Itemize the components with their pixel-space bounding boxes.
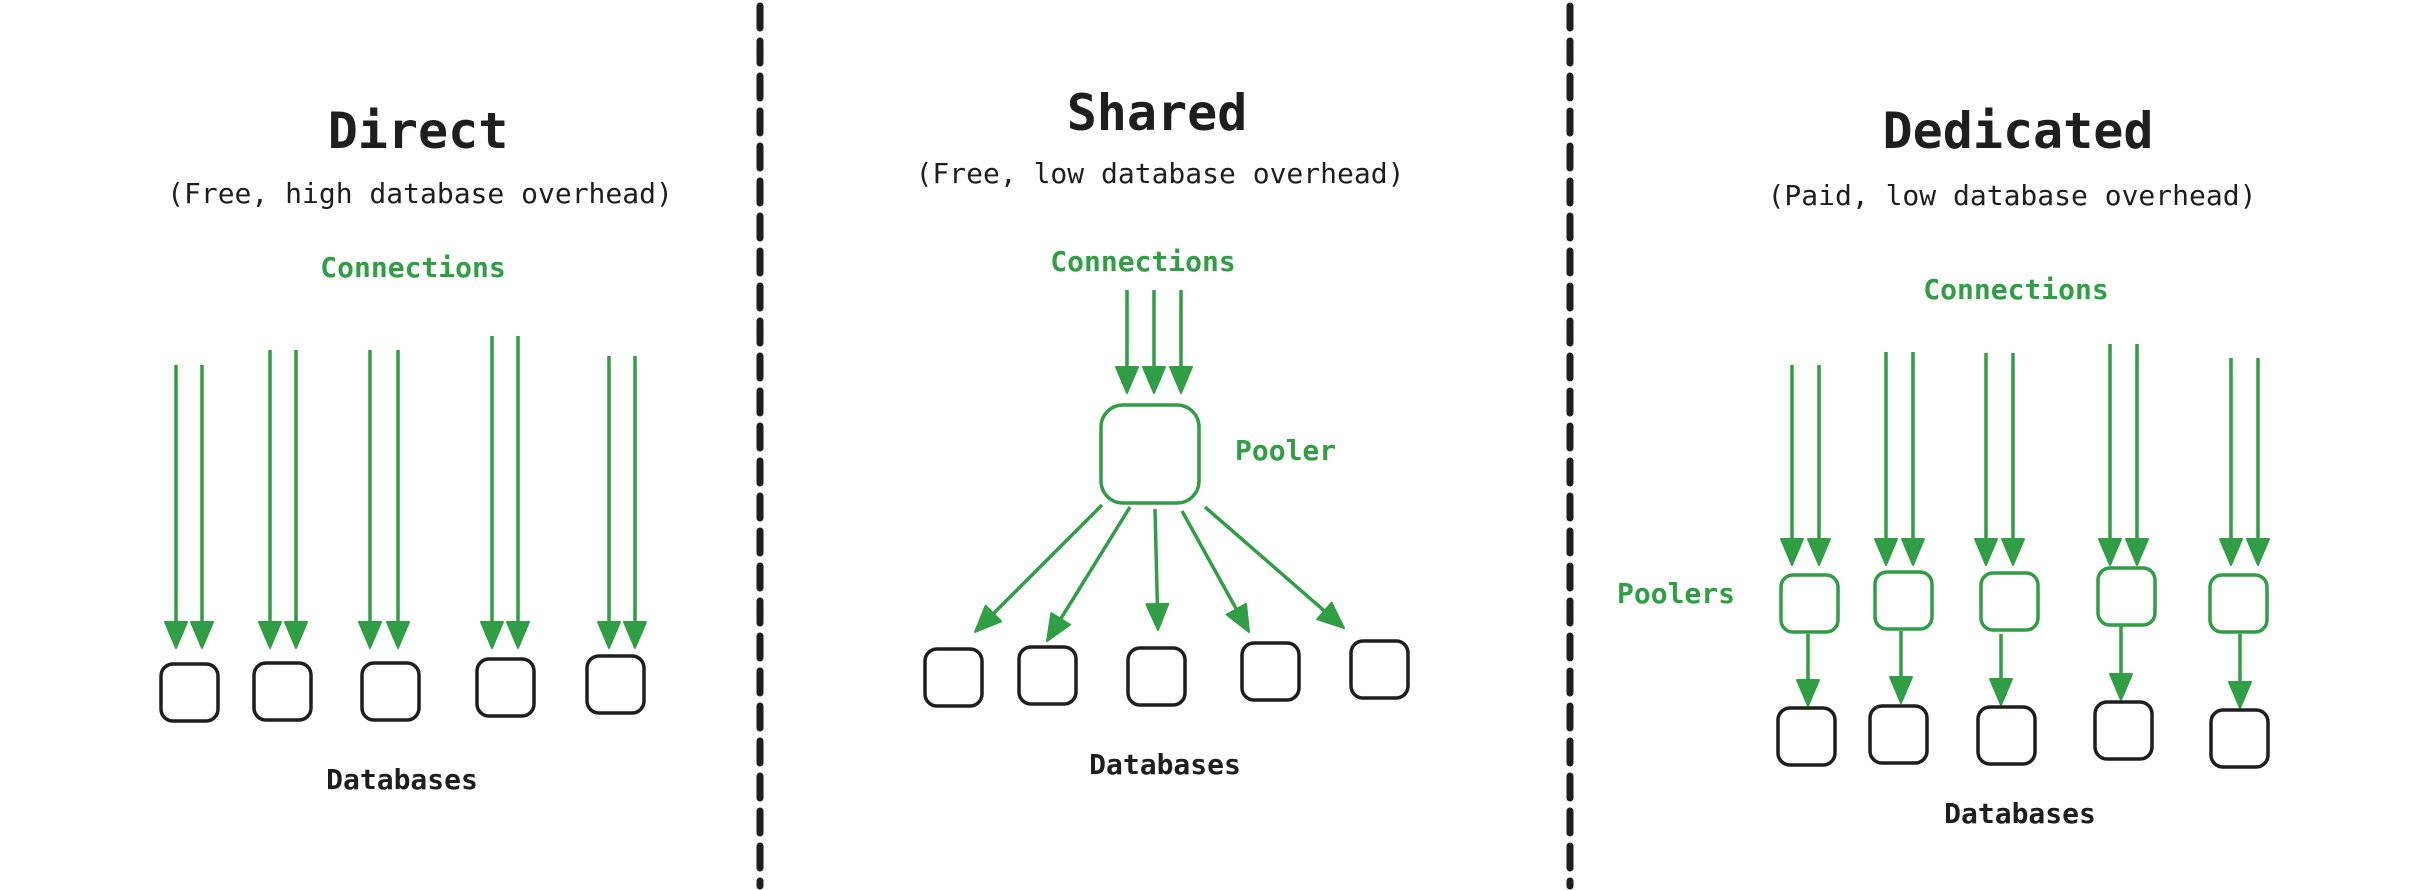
connection-arrow bbox=[1180, 510, 1250, 633]
database-box bbox=[1349, 639, 1410, 700]
databases-label: Databases bbox=[326, 763, 478, 796]
connection-arrow bbox=[1989, 634, 2013, 706]
database-box bbox=[2209, 708, 2270, 769]
connection-arrow bbox=[506, 336, 530, 649]
database-group bbox=[1776, 700, 2270, 769]
database-box bbox=[1976, 705, 2037, 766]
database-box bbox=[360, 661, 421, 722]
connection-arrow bbox=[1807, 365, 1831, 566]
connection-arrow bbox=[1145, 508, 1170, 631]
database-box bbox=[1017, 645, 1078, 706]
connection-arrows bbox=[974, 290, 1345, 642]
connection-arrow bbox=[974, 503, 1104, 633]
panel-dedicated: Dedicated (Paid, low database overhead) … bbox=[1617, 102, 2270, 830]
panel-subtitle: (Free, high database overhead) bbox=[167, 177, 673, 210]
connections-label: Connections bbox=[1923, 273, 2108, 306]
connection-arrow bbox=[386, 350, 410, 649]
connection-arrow bbox=[2219, 358, 2243, 566]
connection-arrow bbox=[2098, 344, 2122, 566]
connection-arrow bbox=[284, 350, 308, 649]
panel-shared: Shared (Free, low database overhead) Con… bbox=[916, 84, 1410, 781]
connection-arrows bbox=[1780, 344, 2270, 709]
connection-arrow bbox=[2246, 358, 2270, 566]
connection-arrow bbox=[1169, 290, 1193, 394]
databases-label: Databases bbox=[1089, 748, 1241, 781]
database-box bbox=[585, 654, 646, 715]
connection-arrow bbox=[480, 336, 504, 649]
database-box bbox=[1776, 706, 1837, 767]
connections-label: Connections bbox=[1050, 245, 1235, 278]
database-box bbox=[1126, 646, 1187, 707]
connection-arrow bbox=[2001, 353, 2025, 566]
pooler-box bbox=[1099, 403, 1201, 505]
database-box bbox=[252, 661, 313, 722]
panel-title: Dedicated bbox=[1883, 102, 2154, 160]
pooler-box bbox=[1873, 570, 1934, 631]
connections-label: Connections bbox=[320, 251, 505, 284]
connection-arrow bbox=[1046, 506, 1132, 642]
databases-label: Databases bbox=[1944, 797, 2096, 830]
connection-arrow bbox=[190, 365, 214, 649]
panel-title: Direct bbox=[328, 102, 509, 160]
pooler-box bbox=[2096, 566, 2157, 627]
database-group bbox=[159, 654, 646, 723]
connection-arrow bbox=[1901, 352, 1925, 566]
database-box bbox=[923, 647, 984, 708]
connection-arrow bbox=[623, 356, 647, 649]
connection-arrow bbox=[358, 350, 382, 649]
connection-arrow bbox=[2228, 634, 2252, 709]
pooler-box bbox=[1779, 573, 1840, 634]
database-box bbox=[2093, 700, 2154, 761]
connection-arrow bbox=[597, 356, 621, 649]
poolers-label: Poolers bbox=[1617, 577, 1735, 610]
pooler-group bbox=[1779, 566, 2269, 634]
connection-arrow bbox=[1115, 290, 1139, 394]
connection-arrow bbox=[2125, 344, 2149, 566]
connection-arrow bbox=[1780, 365, 1804, 566]
panel-subtitle: (Free, low database overhead) bbox=[916, 157, 1405, 190]
panel-direct: Direct (Free, high database overhead) Co… bbox=[159, 102, 673, 796]
connection-arrow bbox=[1889, 631, 1913, 704]
connection-arrow bbox=[1796, 634, 1820, 707]
database-box bbox=[1868, 704, 1929, 765]
connection-arrow bbox=[1974, 353, 1998, 566]
pooler-box bbox=[1979, 571, 2040, 632]
database-box bbox=[159, 662, 220, 723]
database-box bbox=[475, 657, 536, 718]
database-group bbox=[923, 639, 1410, 708]
connection-arrow bbox=[1142, 290, 1166, 394]
pooler-box bbox=[2208, 573, 2269, 634]
pooler-label: Pooler bbox=[1235, 434, 1336, 467]
connection-arrow bbox=[1874, 352, 1898, 566]
connection-arrow bbox=[164, 365, 188, 649]
connection-arrows bbox=[164, 336, 647, 649]
panel-subtitle: (Paid, low database overhead) bbox=[1768, 179, 2257, 212]
panel-title: Shared bbox=[1067, 84, 1248, 142]
database-box bbox=[1240, 641, 1301, 702]
connection-arrow bbox=[2109, 626, 2133, 701]
connection-arrow bbox=[258, 350, 282, 649]
connection-arrow bbox=[1203, 505, 1345, 629]
